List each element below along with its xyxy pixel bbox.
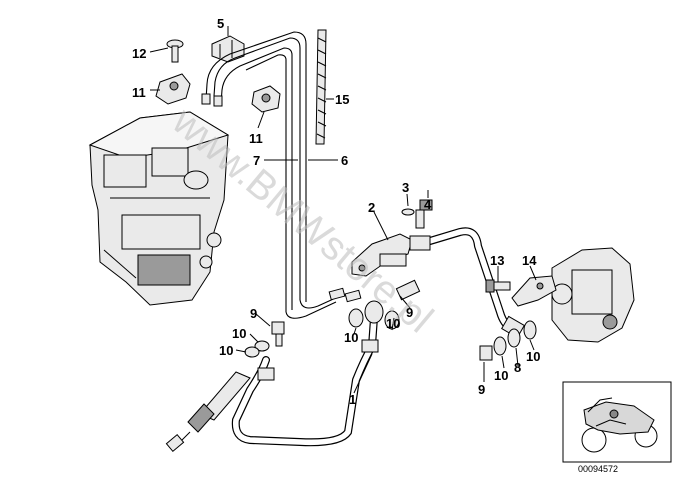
pipe-clip-5 (211, 35, 245, 63)
abs-modulator-unit (88, 111, 230, 306)
callout-3: 3 (402, 180, 409, 195)
callout-5: 5 (217, 16, 224, 31)
banjo-bolts-and-washers (244, 279, 537, 361)
callout-6: 6 (341, 153, 348, 168)
callout-11-lower: 11 (249, 131, 263, 146)
bolt-4 (415, 199, 433, 229)
callout-4: 4 (424, 197, 432, 212)
callout-9-middle: 9 (406, 305, 413, 320)
distributor-2 (351, 233, 413, 277)
screw-12 (166, 39, 184, 63)
callout-12: 12 (132, 46, 146, 61)
callout-9-right: 9 (478, 382, 485, 397)
protective-sleeve-15 (315, 29, 327, 145)
reference-code: 00094572 (578, 464, 618, 474)
callout-1: 1 (349, 392, 356, 407)
callout-7: 7 (253, 153, 260, 168)
callout-9-left: 9 (250, 306, 257, 321)
motorcycle-thumbnail (562, 381, 672, 463)
callout-10-center-right: 10 (386, 316, 400, 331)
callout-10-center-left: 10 (344, 330, 358, 345)
callout-10-right-upper: 10 (526, 349, 540, 364)
callout-15: 15 (335, 92, 349, 107)
clamp-11 (251, 85, 281, 113)
callout-10-right-lower: 10 (494, 368, 508, 383)
callout-2: 2 (368, 200, 375, 215)
callout-14: 14 (522, 253, 537, 268)
brake-hose-right (409, 227, 525, 339)
brake-caliper (551, 247, 635, 343)
callout-10-left-lower: 10 (219, 343, 233, 358)
brake-hose-1 (231, 300, 384, 447)
leader-lines (149, 26, 537, 394)
brake-pipes (201, 31, 362, 319)
callout-8: 8 (514, 360, 521, 375)
bracket-14 (511, 275, 557, 307)
bolt-3 (401, 208, 415, 216)
callout-11-upper: 11 (132, 85, 146, 100)
callout-10-left-upper: 10 (232, 326, 246, 341)
master-cylinder (165, 371, 251, 453)
holder-bracket (155, 73, 191, 105)
callout-13: 13 (490, 253, 504, 268)
